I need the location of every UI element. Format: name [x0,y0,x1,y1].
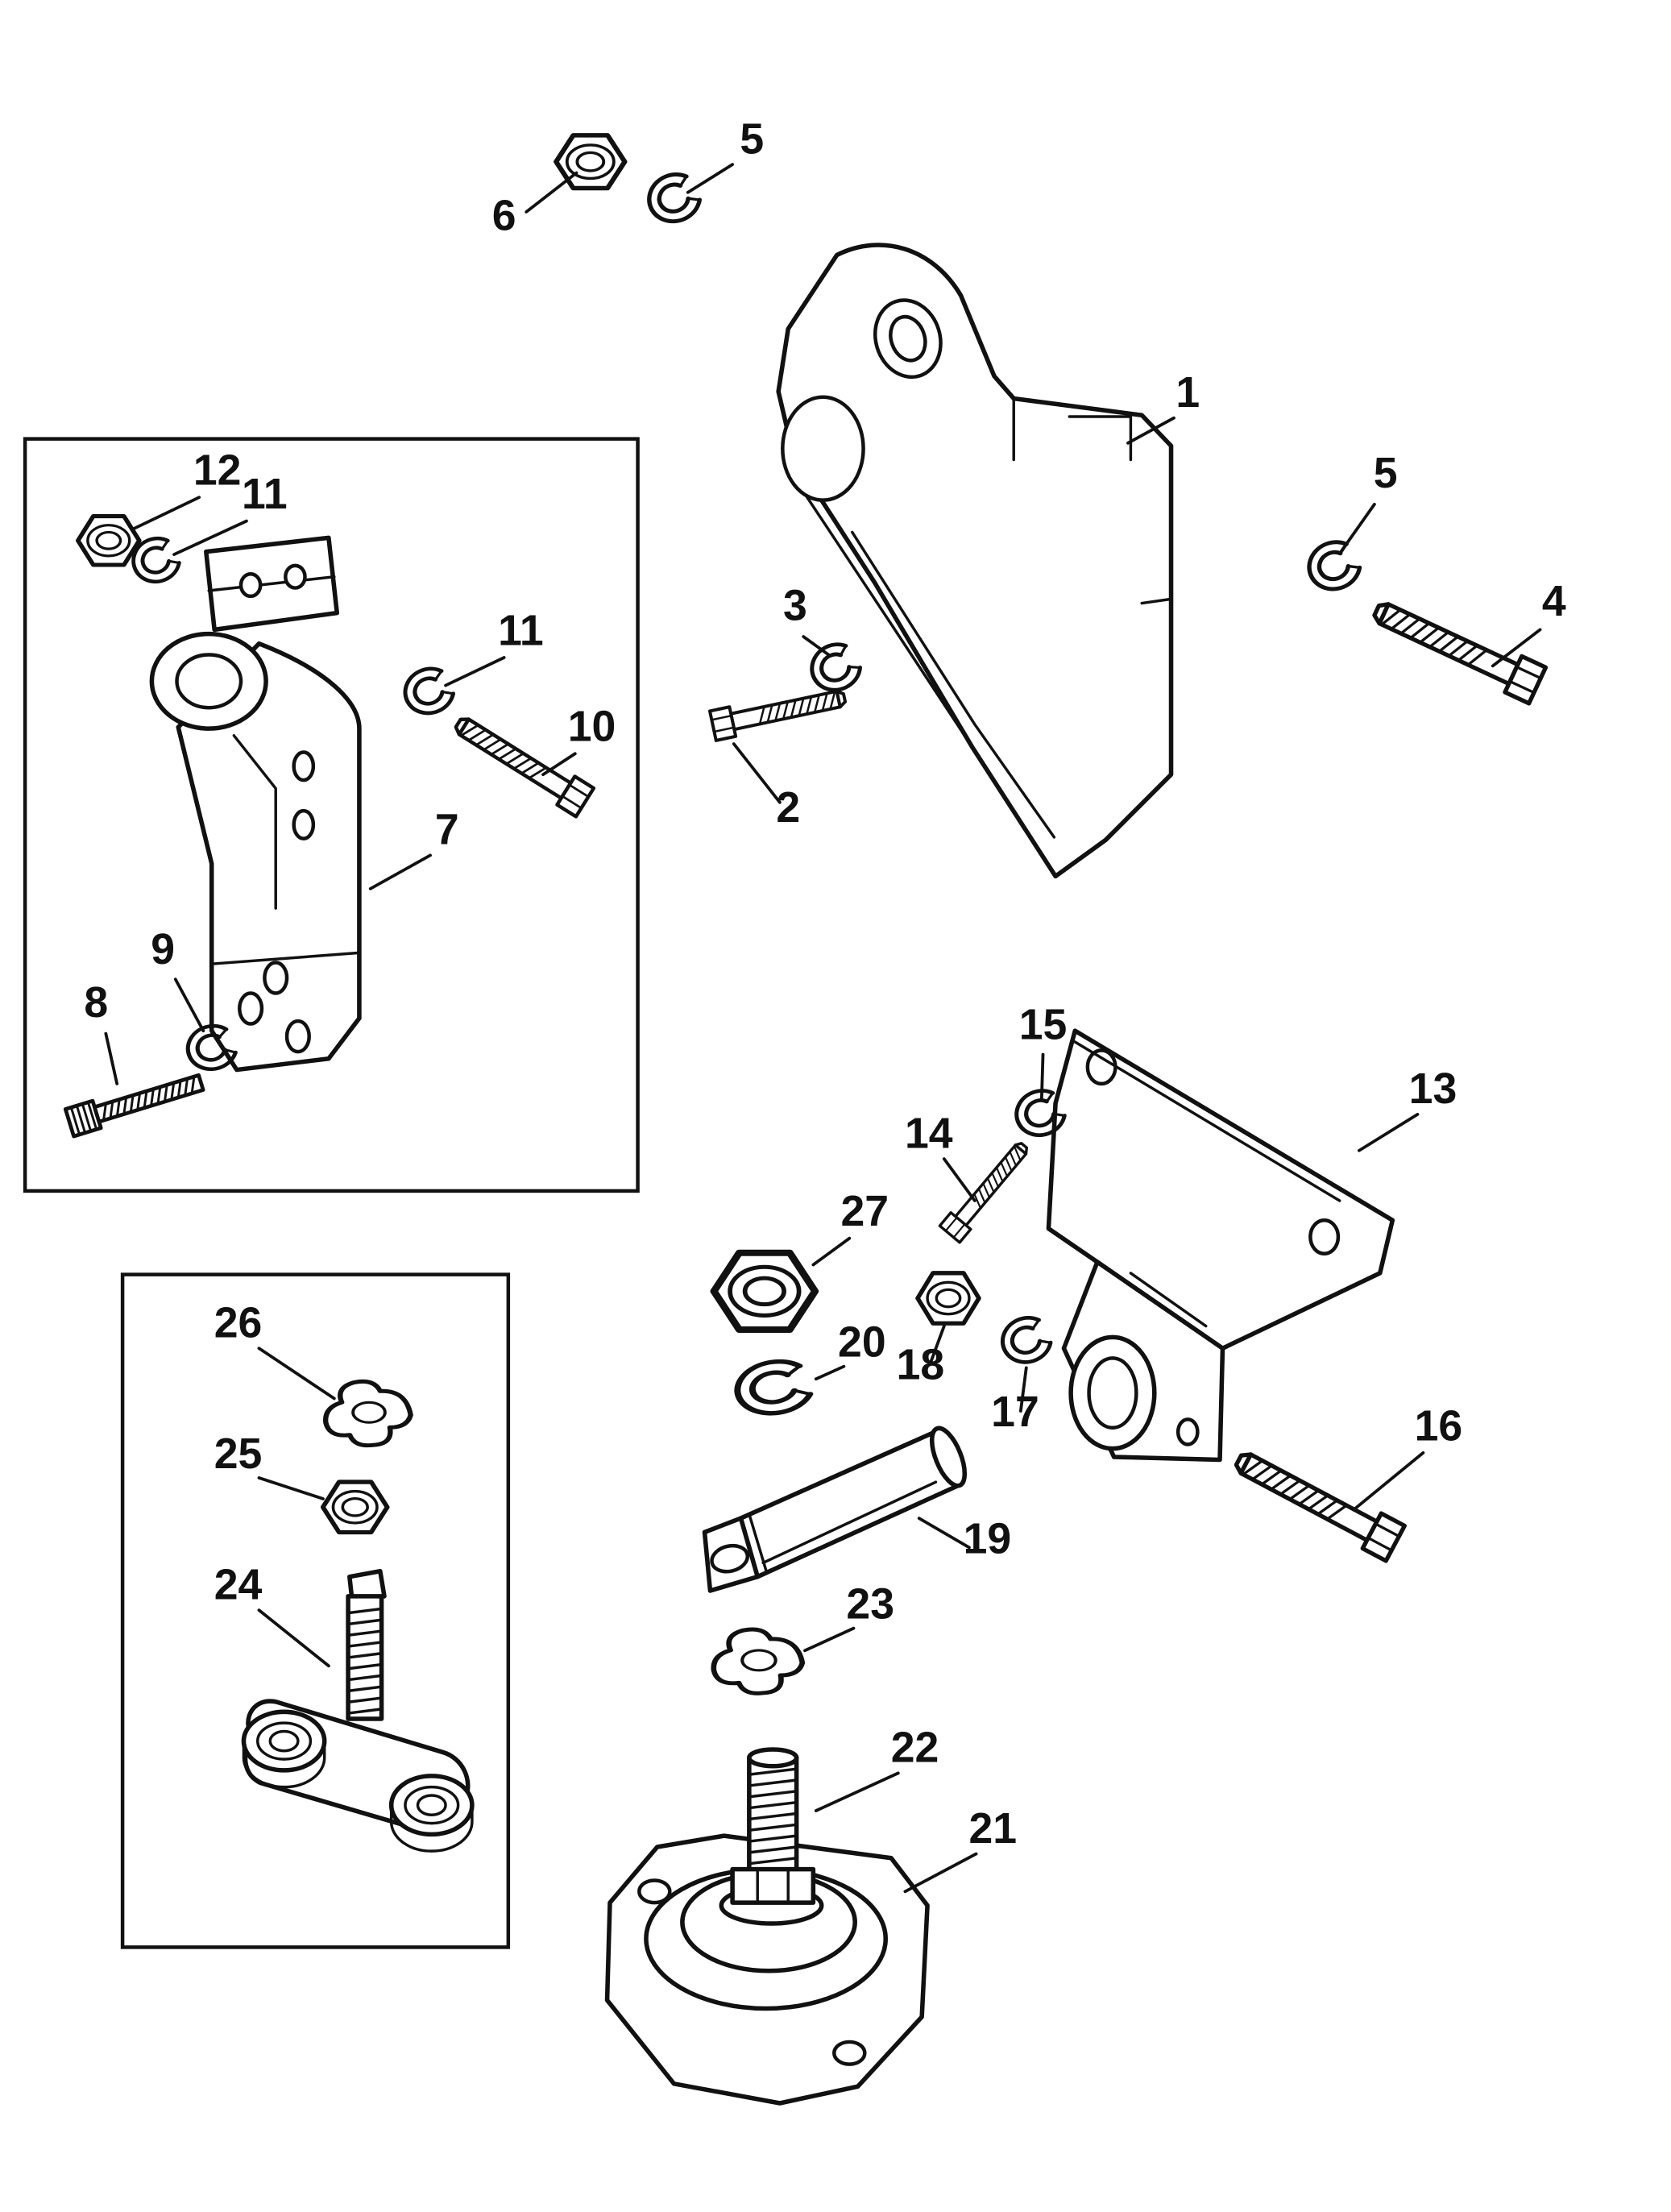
callout-5b: 5 [1339,450,1398,554]
callout-22-label: 22 [891,1724,939,1772]
part-stud-22 [747,1747,799,1880]
callout-19: 19 [917,1515,1012,1563]
callout-24-label: 24 [214,1561,263,1608]
callout-10: 10 [541,703,616,777]
callout-2-label: 2 [776,784,800,832]
callout-21: 21 [903,1805,1018,1894]
part-lock-washer-5b [1303,536,1364,596]
callout-1: 1 [1126,369,1200,445]
part-bracket-13 [1046,1028,1395,1463]
callout-6-label: 6 [492,192,516,239]
callout-13: 13 [1357,1065,1457,1152]
part-bolt-8 [65,1069,205,1137]
callout-23: 23 [803,1581,894,1653]
callout-14: 14 [905,1110,976,1202]
callout-26-label: 26 [214,1299,263,1347]
callout-5a: 5 [686,115,764,194]
callout-25: 25 [214,1430,325,1500]
part-lock-washer-3 [805,638,865,698]
callout-19-label: 19 [964,1515,1012,1563]
part-bolt-4 [1368,592,1545,703]
callout-21-label: 21 [969,1805,1018,1853]
callout-24: 24 [214,1561,330,1668]
callout-22: 22 [814,1724,939,1812]
callout-9-label: 9 [151,926,175,973]
callout-4: 4 [1491,578,1566,668]
callout-13-label: 13 [1409,1065,1457,1113]
callout-5b-label: 5 [1374,450,1398,497]
callout-12: 12 [131,447,242,531]
callout-8: 8 [84,979,119,1085]
callout-4-label: 4 [1542,578,1566,625]
callout-27-label: 27 [841,1188,889,1235]
part-bracket-1 [776,243,1174,879]
inset-box-lower-left [120,1272,511,1949]
callout-2: 2 [732,742,800,832]
callout-20: 20 [814,1319,886,1381]
callout-15: 15 [1019,1002,1068,1102]
callout-17-label: 17 [991,1388,1039,1436]
callout-6: 6 [492,171,578,239]
part-lock-washer-5a [643,168,704,229]
callout-8-label: 8 [84,979,108,1027]
part-spacer-19 [702,1426,968,1593]
callout-9: 9 [151,926,205,1033]
part-tab-washer-26 [325,1381,411,1445]
callout-5a-label: 5 [740,115,764,163]
callout-11b-label: 11 [498,607,544,654]
callout-3: 3 [783,582,831,657]
part-lock-washer-17 [997,1313,1054,1368]
callout-11a: 11 [172,471,288,556]
part-bolt-14 [938,1135,1036,1244]
part-nut-18 [918,1273,979,1323]
callout-20-label: 20 [838,1319,886,1367]
part-locknut-27 [714,1253,815,1330]
part-bracket-arm-7 [149,535,362,1073]
part-bolt-2 [708,681,849,742]
callout-18: 18 [897,1324,946,1388]
part-nut-12 [78,517,139,565]
callout-27: 27 [811,1188,889,1267]
part-lock-washer-20 [734,1357,812,1417]
callout-15-label: 15 [1019,1002,1068,1049]
callout-16-label: 16 [1415,1402,1463,1450]
callout-25-label: 25 [214,1430,263,1478]
callout-14-label: 14 [905,1110,953,1157]
callout-26: 26 [214,1299,336,1401]
part-nut-25 [323,1482,388,1532]
callout-3-label: 3 [783,582,807,629]
callout-18-label: 18 [897,1341,945,1388]
part-tab-washer-23 [714,1629,802,1693]
inset-box-upper-left [23,437,640,1193]
part-link-24 [241,1568,475,1853]
part-lock-washer-11b [400,663,457,719]
callout-16: 16 [1352,1402,1463,1512]
callout-7-label: 7 [435,807,459,854]
callout-12-label: 12 [193,447,242,495]
part-bolt-16 [1229,1442,1404,1561]
callout-1-label: 1 [1176,369,1200,417]
callout-11a-label: 11 [242,471,288,518]
callout-7: 7 [368,807,459,890]
callout-10-label: 10 [568,703,616,751]
callout-23-label: 23 [846,1581,894,1629]
callout-17: 17 [991,1366,1039,1436]
callout-11b: 11 [444,607,544,687]
part-mount-21 [604,1747,930,2106]
